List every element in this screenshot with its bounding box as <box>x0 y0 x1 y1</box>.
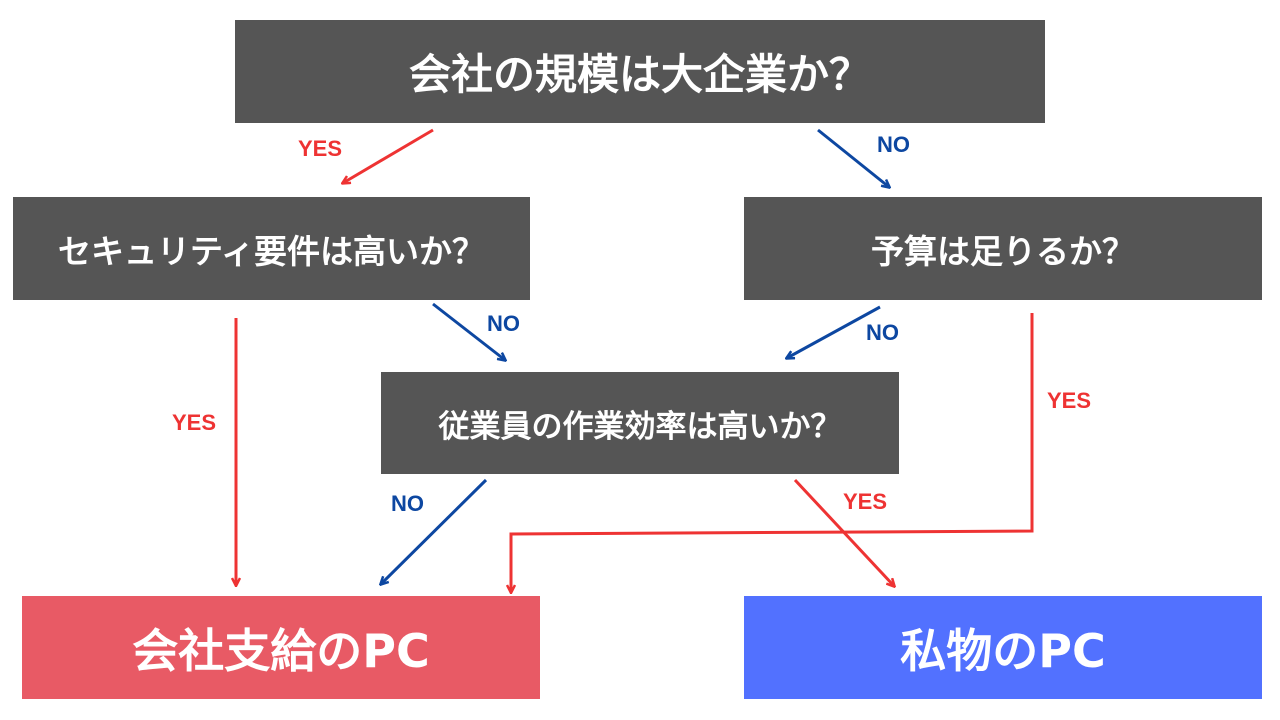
label-size-no: NO <box>877 132 910 157</box>
label-security-no: NO <box>487 311 520 336</box>
question-budget: 予算は足りるか？ <box>744 197 1262 300</box>
label-budget-no: NO <box>866 320 899 345</box>
arrow-budget-yes <box>511 313 1034 592</box>
arrow-efficiency-no <box>381 478 488 584</box>
label-size-yes: YES <box>298 136 343 161</box>
arrow-size-no <box>817 128 889 187</box>
result-personal-pc: 私物のPC <box>744 596 1262 699</box>
question-efficiency: 従業員の作業効率は高いか？ <box>381 372 899 474</box>
label-security-yes: YES <box>172 410 217 435</box>
arrow-size-yes <box>343 128 434 183</box>
arrow-budget-no <box>787 305 881 358</box>
question-security: セキュリティ要件は高いか？ <box>13 197 530 300</box>
label-budget-yes: YES <box>1047 388 1092 413</box>
question-company-size: 会社の規模は大企業か？ <box>235 20 1045 123</box>
result-company-pc: 会社支給のPC <box>22 596 540 699</box>
arrow-security-no <box>432 302 505 360</box>
label-efficiency-no: NO <box>391 491 424 516</box>
label-efficiency-yes: YES <box>843 489 888 514</box>
arrow-efficiency-yes <box>793 478 894 586</box>
